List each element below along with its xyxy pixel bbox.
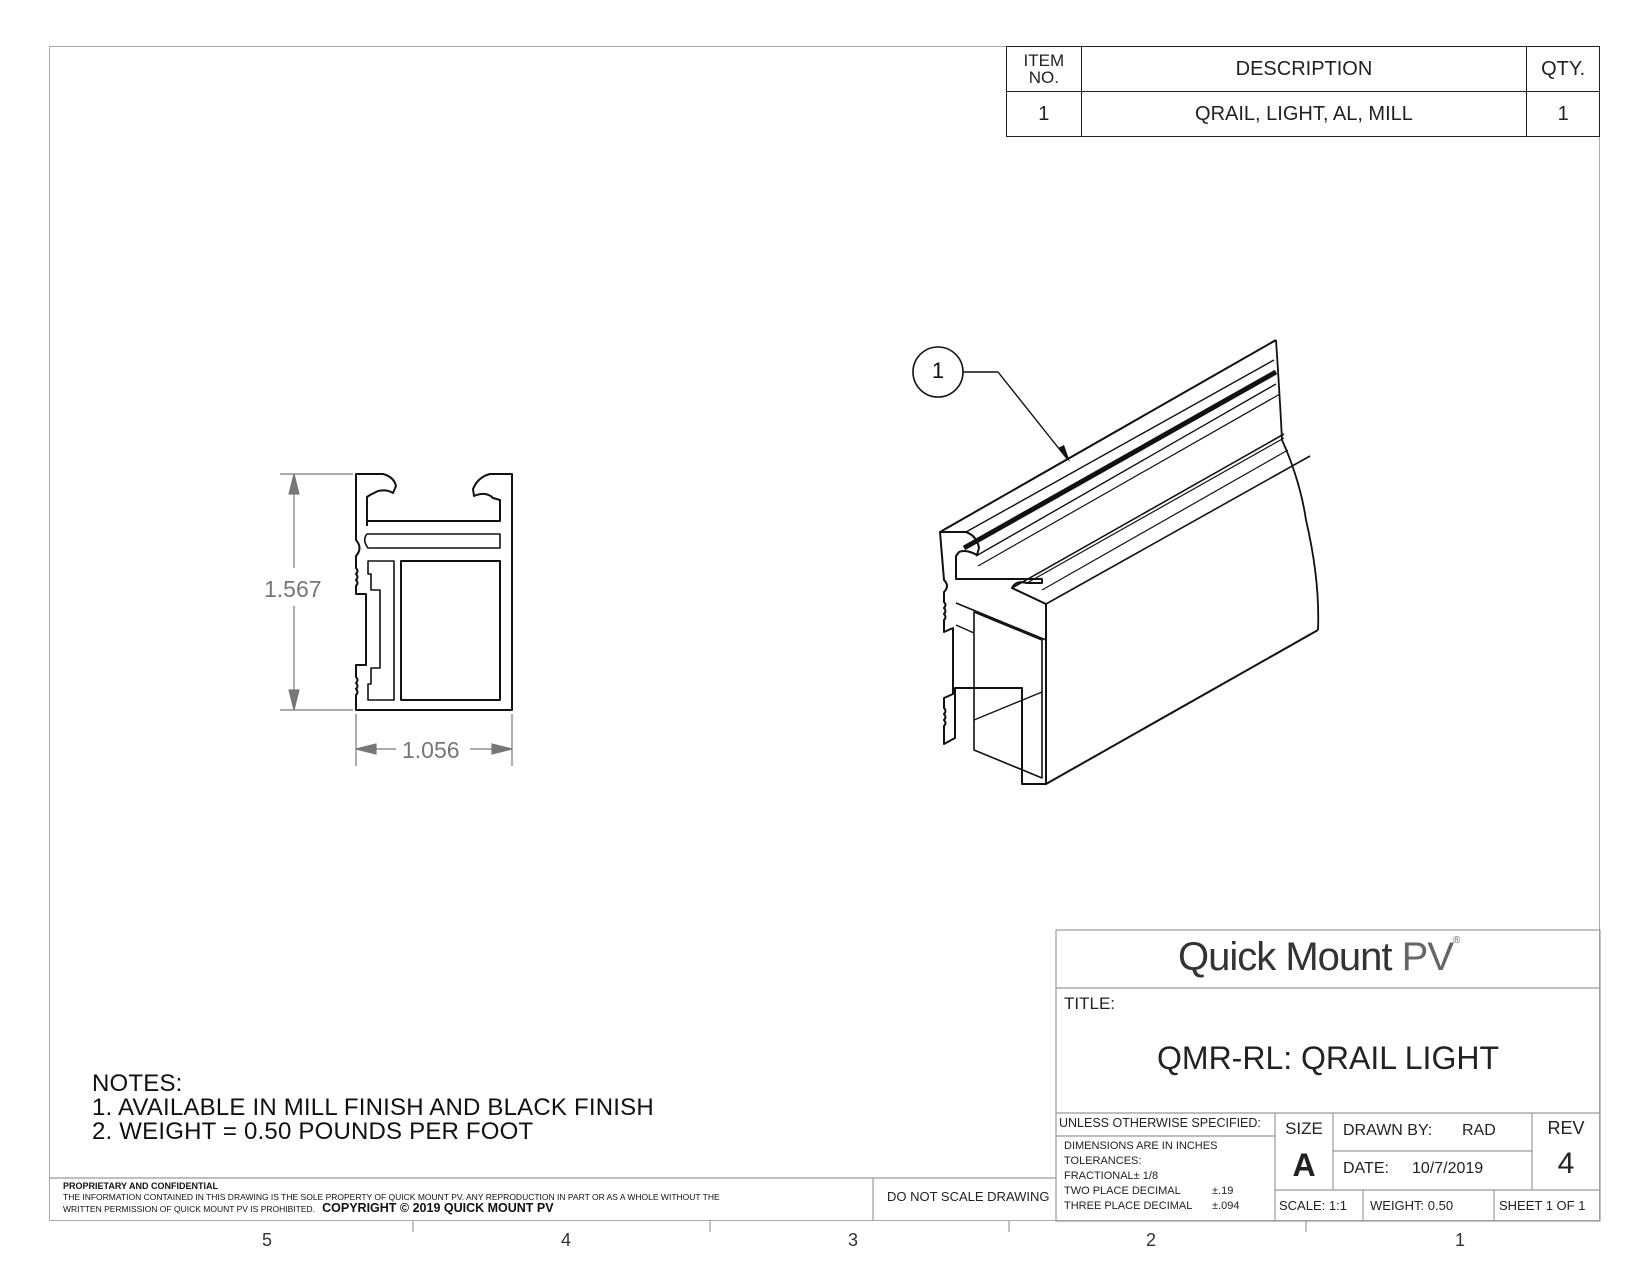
balloon-number: 1 [931, 358, 945, 383]
note-item-1: 1. AVAILABLE IN MILL FINISH AND BLACK FI… [92, 1094, 654, 1121]
two-place-label: TWO PLACE DECIMAL [1064, 1185, 1181, 1197]
item-balloon [912, 346, 1070, 462]
tolerances-label: TOLERANCES: [1064, 1155, 1142, 1167]
drawn-by-label: DRAWN BY: [1343, 1122, 1433, 1139]
bom-cell-description: QRAIL, LIGHT, AL, MILL [1080, 91, 1528, 137]
dimensions-note: DIMENSIONS ARE IN INCHES [1064, 1140, 1218, 1152]
isometric-view [939, 339, 1320, 785]
proprietary-heading: PROPRIETARY AND CONFIDENTIAL [63, 1181, 219, 1191]
date-label: DATE: [1343, 1160, 1389, 1177]
rev-value: 4 [1557, 1147, 1575, 1180]
zone-number-3: 3 [848, 1230, 859, 1250]
drawing-border [49, 46, 1600, 1221]
proprietary-notice: PROPRIETARY AND CONFIDENTIAL THE INFORMA… [63, 1181, 720, 1215]
title-block-grid [1055, 929, 1601, 1222]
size-value: A [1292, 1147, 1316, 1183]
table-row: 1 QRAIL, LIGHT, AL, MILL 1 [1006, 91, 1600, 137]
bom-cell-item: 1 [1006, 91, 1082, 137]
title-label: TITLE: [1064, 994, 1116, 1013]
bom-header-item-line2: NO. [1028, 68, 1059, 87]
zone-number-4: 4 [561, 1230, 572, 1250]
dimension-lines [280, 473, 513, 766]
section-view [355, 473, 513, 711]
footer-grid [49, 1177, 1307, 1232]
logo-main-text: Quick Mount [1178, 935, 1393, 979]
drawn-by-value: RAD [1462, 1122, 1496, 1139]
three-place-label: THREE PLACE DECIMAL [1064, 1200, 1193, 1212]
weight-label: WEIGHT: 0.50 [1370, 1198, 1454, 1213]
size-label: SIZE [1285, 1119, 1323, 1138]
bom-header-item-line1: ITEM [1023, 51, 1065, 70]
bom-cell-qty: 1 [1526, 91, 1600, 137]
do-not-scale-label: DO NOT SCALE DRAWING [887, 1189, 1050, 1204]
notes-heading: NOTES: [92, 1070, 183, 1097]
sheet-label: SHEET 1 OF 1 [1499, 1198, 1586, 1213]
bom-header-row: ITEM NO. DESCRIPTION QTY. [1006, 46, 1600, 92]
scale-label: SCALE: 1:1 [1279, 1198, 1347, 1213]
unless-specified-label: UNLESS OTHERWISE SPECIFIED: [1059, 1116, 1261, 1130]
fractional-tolerance: FRACTIONAL± 1/8 [1064, 1170, 1159, 1182]
bom-header-description: DESCRIPTION [1080, 46, 1528, 92]
dimension-height-label: 1.567 [264, 576, 322, 602]
drawing-title: QMR-RL: QRAIL LIGHT [1157, 1040, 1499, 1076]
zone-number-5: 5 [262, 1230, 273, 1250]
zone-number-1: 1 [1455, 1230, 1466, 1250]
note-item-2: 2. WEIGHT = 0.50 POUNDS PER FOOT [92, 1118, 534, 1145]
rev-label: REV [1547, 1118, 1585, 1138]
bill-of-materials-table: ITEM NO. DESCRIPTION QTY. 1 QRAIL, LIGHT… [1006, 46, 1600, 137]
logo-pv-text: PV [1401, 935, 1454, 979]
date-value: 10/7/2019 [1412, 1160, 1484, 1177]
proprietary-line2: WRITTEN PERMISSION OF QUICK MOUNT PV IS … [63, 1204, 316, 1214]
company-logo: Quick Mount PV® [1178, 935, 1460, 980]
logo-registered-mark: ® [1453, 935, 1460, 946]
two-place-value: ±.19 [1212, 1185, 1234, 1197]
three-place-value: ±.094 [1212, 1200, 1240, 1212]
proprietary-line1: THE INFORMATION CONTAINED IN THIS DRAWIN… [63, 1192, 720, 1202]
bom-header-qty: QTY. [1526, 46, 1600, 92]
copyright-text: COPYRIGHT © 2019 QUICK MOUNT PV [322, 1201, 554, 1215]
dimension-width-label: 1.056 [402, 737, 460, 763]
zone-number-2: 2 [1146, 1230, 1157, 1250]
